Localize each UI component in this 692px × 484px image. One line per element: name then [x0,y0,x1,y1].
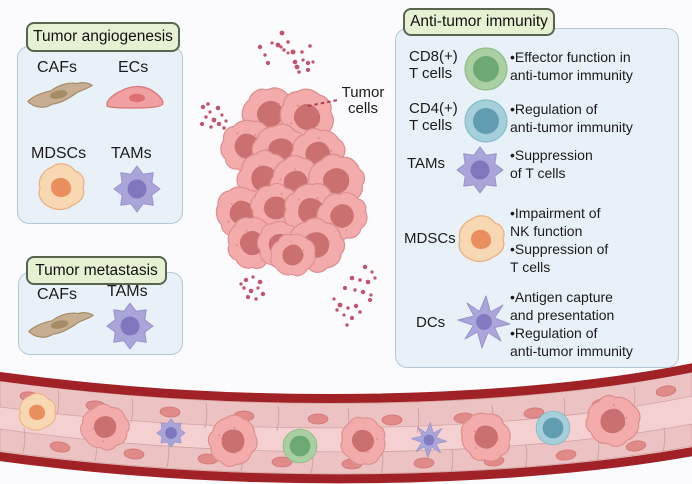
tumor-cells-pointer-line [307,99,339,107]
mdsc-cell-icon [458,215,505,263]
label-angio-ecs: ECs [118,59,149,76]
label-angio-mdscs: MDSCs [31,145,87,162]
label-dcs: DCs [416,314,446,331]
dendritic-cell-icon [457,295,511,349]
cd8-t-cell-icon [464,47,508,91]
ec-cell-icon [106,85,164,109]
panel-tumor-metastasis [18,272,183,355]
caf-cell-icon [28,312,94,338]
vessel-wall-bottom [0,447,692,484]
signal-dots-bottom-right [332,264,377,327]
label-mdscs: MDSCs [404,230,456,247]
tam-cell-icon [456,146,504,194]
functions-tams: •Suppression of T cells [510,147,593,181]
signal-dots-bottom-left [239,275,266,301]
tam-cell-icon [113,165,161,213]
caf-cell-icon [27,82,93,108]
badge-tumor-angiogenesis: Tumor angiogenesis [26,22,180,52]
tumor-cells-label: Tumor cells [341,84,385,117]
cd4-t-cell-icon [464,99,508,143]
label-angio-tams: TAMs [111,145,152,162]
functions-dcs: •Antigen capture and presentation •Regul… [510,289,633,359]
blood-vessel [0,363,692,484]
functions-cd8: •Effector function in anti-tumor immunit… [510,49,633,83]
functions-cd4: •Regulation of anti-tumor immunity [510,101,633,135]
signal-dots-top [257,30,315,74]
panel-anti-tumor-immunity [395,28,679,368]
vessel-wall-top [0,363,692,404]
label-meta-cafs: CAFs [37,286,77,303]
mdsc-cell-icon [38,163,85,211]
label-meta-tams: TAMs [107,283,148,300]
tam-cell-icon [106,302,154,350]
label-tams: TAMs [407,155,446,172]
label-angio-cafs: CAFs [37,59,77,76]
signal-dots-left [199,102,228,130]
label-cd4-t-cells: CD4(+) T cells [409,100,458,134]
label-cd8-t-cells: CD8(+) T cells [409,48,458,82]
functions-mdscs: •Impairment of NK function •Suppression … [510,205,609,275]
badge-anti-tumor-immunity: Anti-tumor immunity [403,8,555,36]
badge-tumor-metastasis: Tumor metastasis [26,256,167,285]
